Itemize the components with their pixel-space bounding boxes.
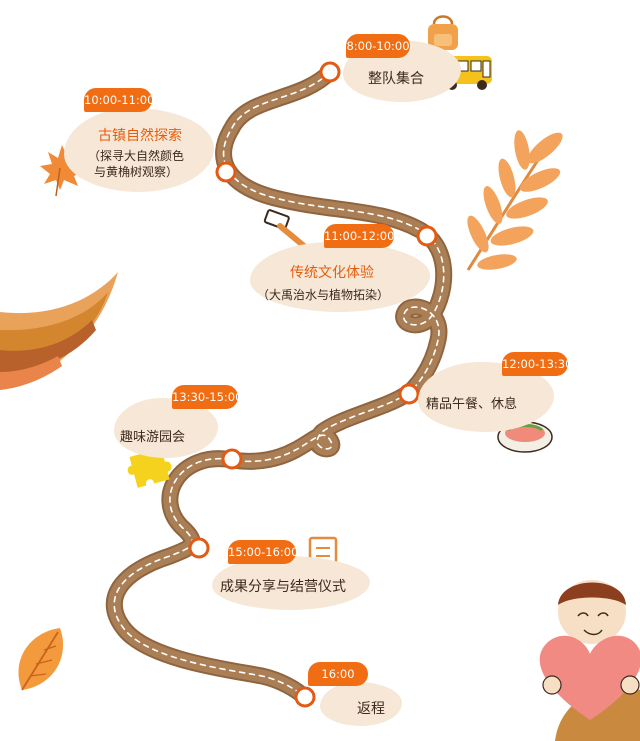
event-note-2b: 与黄桷树观察）	[94, 165, 179, 179]
heart-icon	[539, 635, 640, 720]
event-title-2: 古镇自然探索	[98, 128, 182, 144]
stop-marker-1	[319, 61, 341, 83]
event-note-3: （大禹治水与植物拓染）	[257, 288, 390, 302]
event-time-7: 16:00	[308, 662, 368, 686]
stop-marker-6	[188, 537, 210, 559]
event-title-1: 整队集合	[368, 71, 424, 87]
road	[105, 63, 453, 707]
roof-eave-icon	[0, 272, 118, 390]
event-note-2a: （探寻大自然颜色	[88, 149, 185, 163]
stop-marker-7	[294, 686, 316, 708]
event-bubble-3	[250, 242, 430, 312]
stop-markers	[188, 61, 438, 708]
stop-marker-4	[398, 383, 420, 405]
event-time-1: 8:00-10:00	[346, 34, 410, 58]
fern-branch-icon	[466, 130, 563, 271]
event-bubble-7	[320, 682, 402, 726]
event-time-5: 13:30-15:00	[172, 385, 242, 409]
event-bubble-2	[64, 108, 214, 192]
event-time-2: 10:00-11:00	[84, 88, 154, 112]
event-title-4: 精品午餐、休息	[426, 397, 518, 412]
stop-marker-2	[215, 161, 237, 183]
stop-marker-3	[416, 225, 438, 247]
backpack-icon	[428, 15, 458, 50]
event-bubble-6	[212, 556, 370, 610]
hammer-icon	[263, 209, 307, 249]
stop-marker-5	[221, 448, 243, 470]
event-title-7: 返程	[357, 701, 385, 717]
autumn-leaf-icon	[18, 628, 64, 691]
event-title-3: 传统文化体验	[290, 265, 374, 281]
event-time-6: 15:00-16:00	[228, 540, 298, 564]
event-title-5: 趣味游园会	[120, 430, 186, 445]
event-time-4: 12:00-13:30	[502, 352, 572, 376]
event-title-6: 成果分享与结营仪式	[220, 579, 346, 595]
event-time-3: 11:00-12:00	[324, 224, 394, 248]
